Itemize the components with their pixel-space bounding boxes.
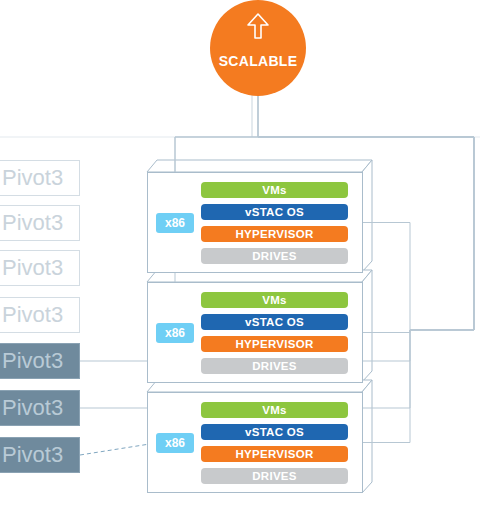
node-box: x86 VMs vSTAC OS HYPERVISOR DRIVES <box>147 282 363 383</box>
server-unit: Pivot3 <box>0 437 80 473</box>
up-arrow-icon <box>246 12 270 42</box>
node-label: DRIVES <box>252 470 297 482</box>
server-unit: Pivot3 <box>0 297 80 333</box>
server-unit: Pivot3 <box>0 205 80 241</box>
node-label: x86 <box>165 326 185 340</box>
cpu-tag: x86 <box>156 433 194 453</box>
dashed-link <box>80 443 156 455</box>
node-label: DRIVES <box>252 360 297 372</box>
node-label: VMs <box>262 294 287 306</box>
node-label: HYPERVISOR <box>235 228 313 240</box>
box-side <box>362 160 372 272</box>
rail-line <box>0 137 480 138</box>
node-label: VMs <box>262 404 287 416</box>
os-layer: vSTAC OS <box>201 204 348 220</box>
node-label: Pivot3 <box>2 302 63 328</box>
node-label: vSTAC OS <box>245 316 304 328</box>
node-label: vSTAC OS <box>245 206 304 218</box>
node-label: Pivot3 <box>2 255 63 281</box>
vm-layer: VMs <box>201 402 348 418</box>
cpu-tag: x86 <box>156 323 194 343</box>
rail-line <box>252 92 253 137</box>
bus-line <box>80 137 474 408</box>
vm-layer: VMs <box>201 292 348 308</box>
node-label: HYPERVISOR <box>235 448 313 460</box>
node-label: VMs <box>262 184 287 196</box>
box-top <box>147 160 372 172</box>
hypervisor-layer: HYPERVISOR <box>201 226 348 242</box>
hypervisor-layer: HYPERVISOR <box>201 446 348 462</box>
server-unit: Pivot3 <box>0 160 80 196</box>
node-label: SCALABLE <box>219 53 298 69</box>
os-layer: vSTAC OS <box>201 314 348 330</box>
node-label: HYPERVISOR <box>235 338 313 350</box>
box-side <box>362 380 372 493</box>
drives-layer: DRIVES <box>201 468 348 484</box>
node-label: Pivot3 <box>2 348 63 374</box>
vm-layer: VMs <box>201 182 348 198</box>
node-box: x86 VMs vSTAC OS HYPERVISOR DRIVES <box>147 392 363 493</box>
node-label: x86 <box>165 216 185 230</box>
bus-line <box>80 137 474 361</box>
box-side <box>362 270 372 382</box>
node-label: vSTAC OS <box>245 426 304 438</box>
node-label: Pivot3 <box>2 395 63 421</box>
hypervisor-layer: HYPERVISOR <box>201 336 348 352</box>
node-label: Pivot3 <box>2 442 63 468</box>
node-label: x86 <box>165 436 185 450</box>
server-unit: Pivot3 <box>0 343 80 379</box>
node-label: Pivot3 <box>2 210 63 236</box>
node-box: x86 VMs vSTAC OS HYPERVISOR DRIVES <box>147 172 363 273</box>
cpu-tag: x86 <box>156 213 194 233</box>
server-unit: Pivot3 <box>0 390 80 426</box>
up-arrow-icon <box>248 14 268 38</box>
drives-layer: DRIVES <box>201 358 348 374</box>
os-layer: vSTAC OS <box>201 424 348 440</box>
node-label: Pivot3 <box>2 165 63 191</box>
server-unit: Pivot3 <box>0 250 80 286</box>
drives-layer: DRIVES <box>201 248 348 264</box>
node-label: DRIVES <box>252 250 297 262</box>
